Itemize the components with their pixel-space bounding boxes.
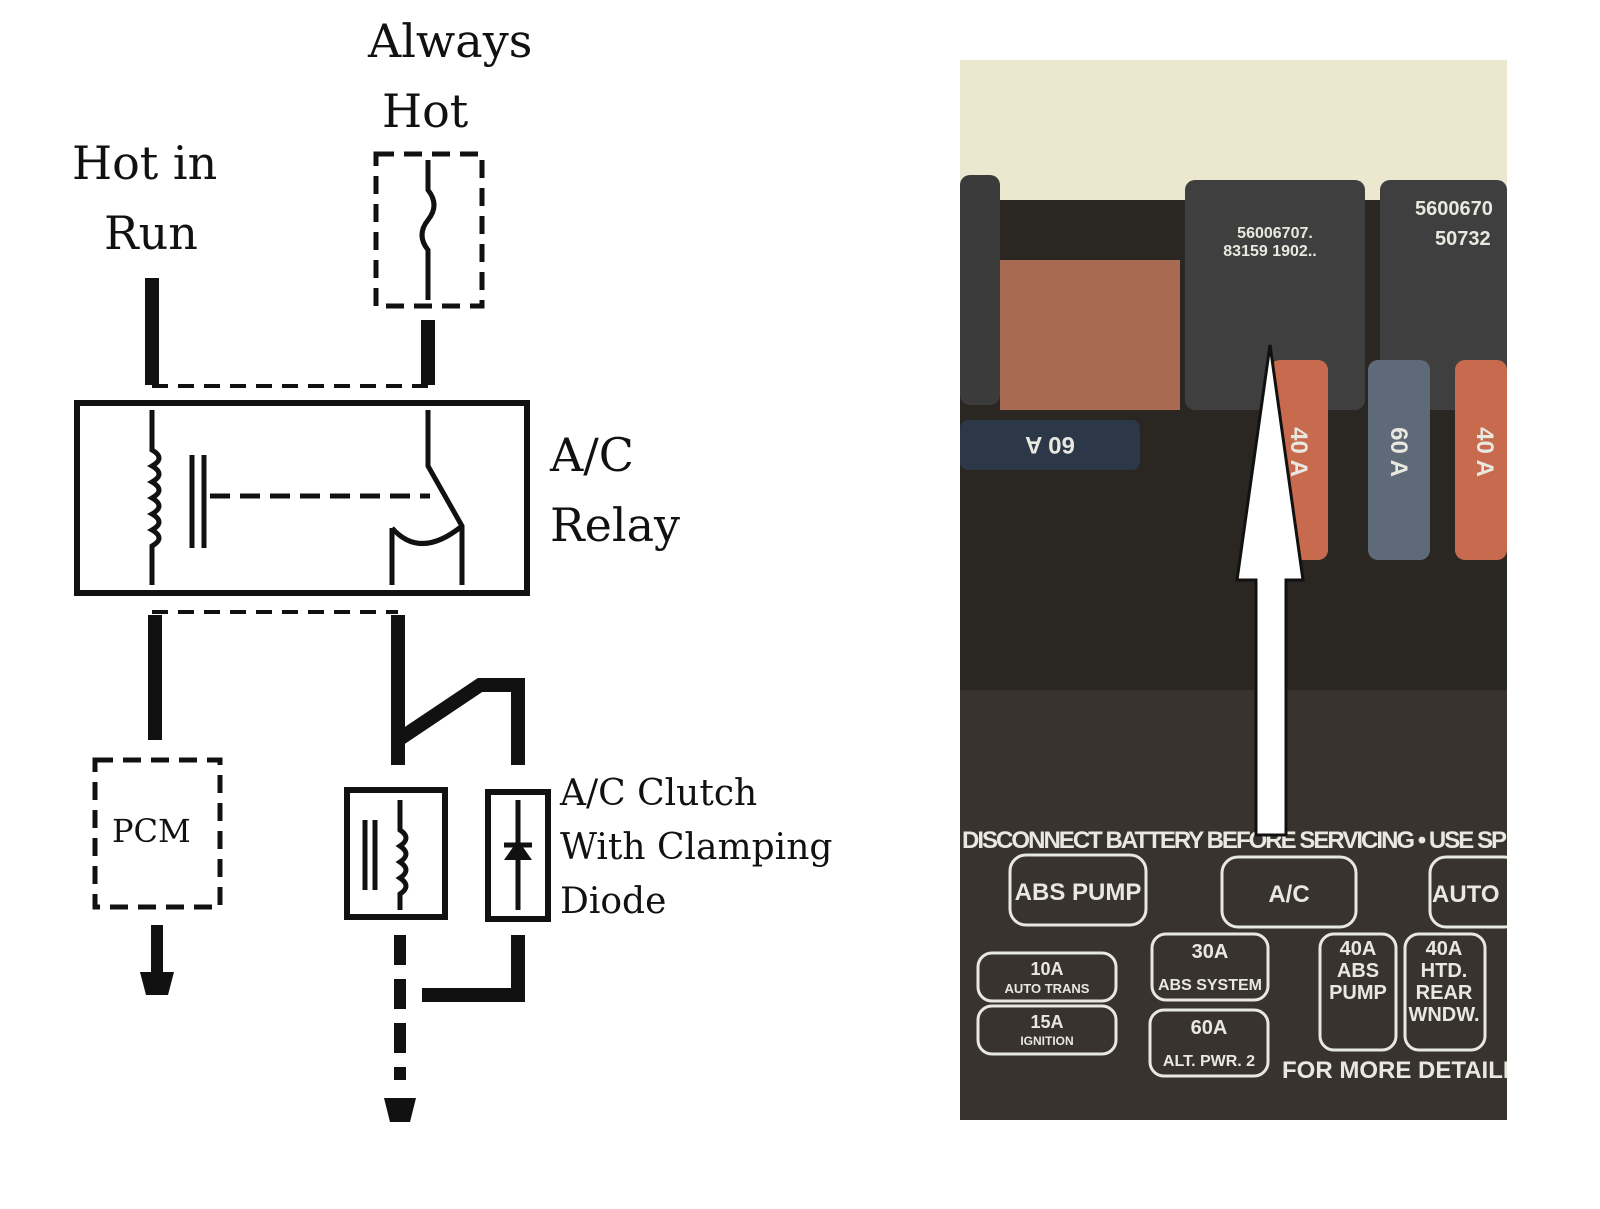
panel-warning-text: DISCONNECT BATTERY BEFORE SERVICING • US… bbox=[962, 827, 1507, 854]
fuse-40a-1-label: 40 A bbox=[1285, 427, 1312, 477]
relay-left bbox=[960, 175, 1000, 405]
ac-relay-schematic bbox=[74, 151, 551, 1122]
relay-ac-code-1: 56006707. bbox=[1237, 225, 1313, 242]
fuse-40a-abs-amp: 40A bbox=[1340, 938, 1377, 960]
fuse-socket bbox=[1000, 260, 1180, 410]
relay-switch-icon bbox=[389, 410, 465, 585]
fuse-60a-name: ALT. PWR. 2 bbox=[1163, 1053, 1255, 1070]
always-hot-label-line1: Always bbox=[368, 14, 533, 68]
relay-ac bbox=[1185, 180, 1365, 410]
fuse-60a-horizontal-label: 60 A bbox=[1025, 431, 1075, 458]
panel-slot-auto-sh: AUTO SH bbox=[1432, 881, 1507, 908]
clutch-box bbox=[344, 787, 448, 920]
pcm-label: PCM bbox=[112, 812, 191, 850]
fuse-40a-htd-line3: REAR bbox=[1416, 982, 1473, 1004]
relay-right-code-1: 5600670 bbox=[1415, 198, 1493, 220]
fuse-box-photo: 56006707. 83159 1902.. 5600670 50732 60 … bbox=[960, 60, 1507, 1120]
fuse-30a-name: ABS SYSTEM bbox=[1158, 977, 1262, 994]
fuse-60a bbox=[1368, 360, 1430, 560]
fuse-40a-2-label: 40 A bbox=[1471, 427, 1498, 477]
clutch-ground-icon bbox=[384, 1098, 416, 1122]
relay-ac-code-2: 83159 1902.. bbox=[1223, 243, 1316, 260]
fuse-10a-amp: 10A bbox=[1030, 959, 1063, 979]
fuse-15a-amp: 15A bbox=[1030, 1012, 1063, 1032]
pcm-box bbox=[92, 757, 223, 910]
fuse-40a-abs-line3: PUMP bbox=[1329, 982, 1387, 1004]
fuse-15a-name: IGNITION bbox=[1020, 1034, 1073, 1048]
fuse-40a-abs-line2: ABS bbox=[1337, 960, 1379, 982]
fuse-box-photo-illustration: 56006707. 83159 1902.. 5600670 50732 60 … bbox=[960, 60, 1507, 1120]
always-hot-label-line2: Hot bbox=[382, 84, 469, 138]
pcm-ground-icon bbox=[140, 972, 174, 995]
hot-in-run-label-line2: Run bbox=[104, 206, 198, 260]
fuse-box bbox=[373, 151, 485, 309]
fuse-60a-amp: 60A bbox=[1191, 1017, 1228, 1039]
fuse-40a-htd-line2: HTD. bbox=[1421, 960, 1468, 982]
diode-box bbox=[485, 789, 551, 922]
diode-triangle-icon bbox=[504, 840, 532, 860]
fuse-10a-name: AUTO TRANS bbox=[1005, 981, 1090, 996]
relay-right bbox=[1380, 180, 1507, 410]
relay-coil-icon bbox=[146, 410, 162, 585]
ac-relay-label-line1: A/C bbox=[550, 428, 634, 482]
relay-core-icon bbox=[189, 455, 207, 548]
fuse-40a-htd-line4: WNDW. bbox=[1408, 1004, 1479, 1026]
clutch-coil-icon bbox=[395, 800, 409, 910]
fuse-40a-htd-amp: 40A bbox=[1426, 938, 1463, 960]
fuse-40a-2 bbox=[1455, 360, 1507, 560]
clutch-feed-wire bbox=[391, 615, 525, 765]
fuse-30a-amp: 30A bbox=[1192, 941, 1229, 963]
fuse-60a-horizontal bbox=[960, 420, 1140, 470]
panel-slot-ac: A/C bbox=[1268, 881, 1309, 908]
panel-slot-abs-pump: ABS PUMP bbox=[1015, 879, 1142, 906]
fuse-link-icon bbox=[419, 160, 437, 300]
ac-clutch-label-line3: Diode bbox=[560, 881, 667, 922]
ground-symbols bbox=[140, 972, 416, 1122]
clutch-core-icon bbox=[362, 820, 378, 890]
arrow-up-icon bbox=[1235, 344, 1305, 837]
diode-ground-wire bbox=[422, 935, 525, 1002]
relay-right-code-2: 50732 bbox=[1435, 228, 1491, 250]
ac-clutch-label-line2: With Clamping bbox=[560, 827, 833, 868]
ac-clutch-label-line1: A/C Clutch bbox=[560, 773, 758, 814]
ac-relay-label-line2: Relay bbox=[550, 498, 680, 552]
relay-box bbox=[74, 400, 530, 596]
hot-in-run-label-line1: Hot in bbox=[72, 136, 218, 190]
fuse-60a-label: 60 A bbox=[1385, 427, 1412, 477]
panel-footer-text: FOR MORE DETAILED I bbox=[1282, 1057, 1507, 1084]
